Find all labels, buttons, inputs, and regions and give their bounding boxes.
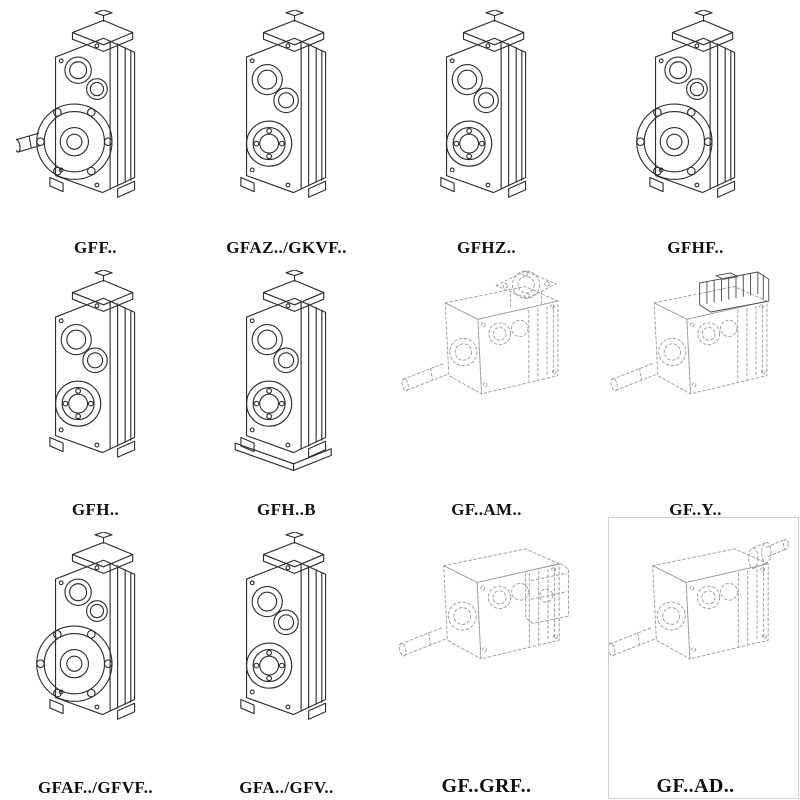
variant-label: GFA../GFV..: [239, 778, 334, 797]
gearbox-hollow-shaft-drawing: [16, 270, 176, 477]
gearbox-hollow-shaft-drawing: [207, 10, 367, 217]
catalog-cell-gf-ad: GF..AD..: [591, 526, 800, 800]
gearbox-input-adapter-drawing: [593, 532, 798, 700]
gearbox-with-motor-drawing: [596, 270, 796, 434]
variant-label: GFHZ..: [456, 238, 517, 257]
catalog-cell-gfhf: GFHF..: [591, 4, 800, 264]
catalog-cell-gfaz-gkvf: GFAZ../GKVF..: [191, 4, 382, 264]
gearbox-motor-adapter-drawing: [387, 270, 587, 434]
variant-label: GFH..B: [256, 500, 317, 519]
gearbox-hollow-shaft-drawing: [407, 10, 567, 217]
variant-label: GF..AD..: [656, 775, 735, 797]
catalog-cell-gf-y: GF..Y..: [591, 264, 800, 526]
catalog-cell-gff: GFF..: [0, 4, 191, 264]
variant-label: GFHF..: [667, 238, 724, 257]
variant-label: GFF..: [74, 238, 117, 257]
catalog-cell-gfh-b: GFH..B: [191, 264, 382, 526]
gearbox-hollow-shaft-base-drawing: [207, 270, 367, 477]
catalog-cell-gfa-gfv: GFA../GFV..: [191, 526, 382, 800]
catalog-cell-gfaf-gfvf: GFAF../GFVF..: [0, 526, 191, 800]
gearbox-side-adapter-drawing: [384, 532, 589, 700]
variant-label: GFAZ../GKVF..: [226, 238, 347, 257]
gearbox-hollow-shaft-drawing: [207, 532, 367, 739]
variant-label: GF..AM..: [451, 500, 522, 519]
catalog-cell-gf-am: GF..AM..: [382, 264, 591, 526]
catalog-cell-gfh: GFH..: [0, 264, 191, 526]
variant-label: GFAF../GFVF..: [37, 778, 154, 797]
variant-label: GF..Y..: [669, 500, 722, 519]
variant-label: GF..GRF..: [441, 775, 532, 797]
variant-label: GFH..: [71, 500, 120, 519]
gearbox-flange-drawing: [16, 532, 176, 739]
gearbox-flange-drawing: [616, 10, 776, 217]
gearbox-flange-shaft-drawing: [16, 10, 176, 217]
catalog-cell-gf-grf: GF..GRF..: [382, 526, 591, 800]
catalog-cell-gfhz: GFHZ..: [382, 4, 591, 264]
